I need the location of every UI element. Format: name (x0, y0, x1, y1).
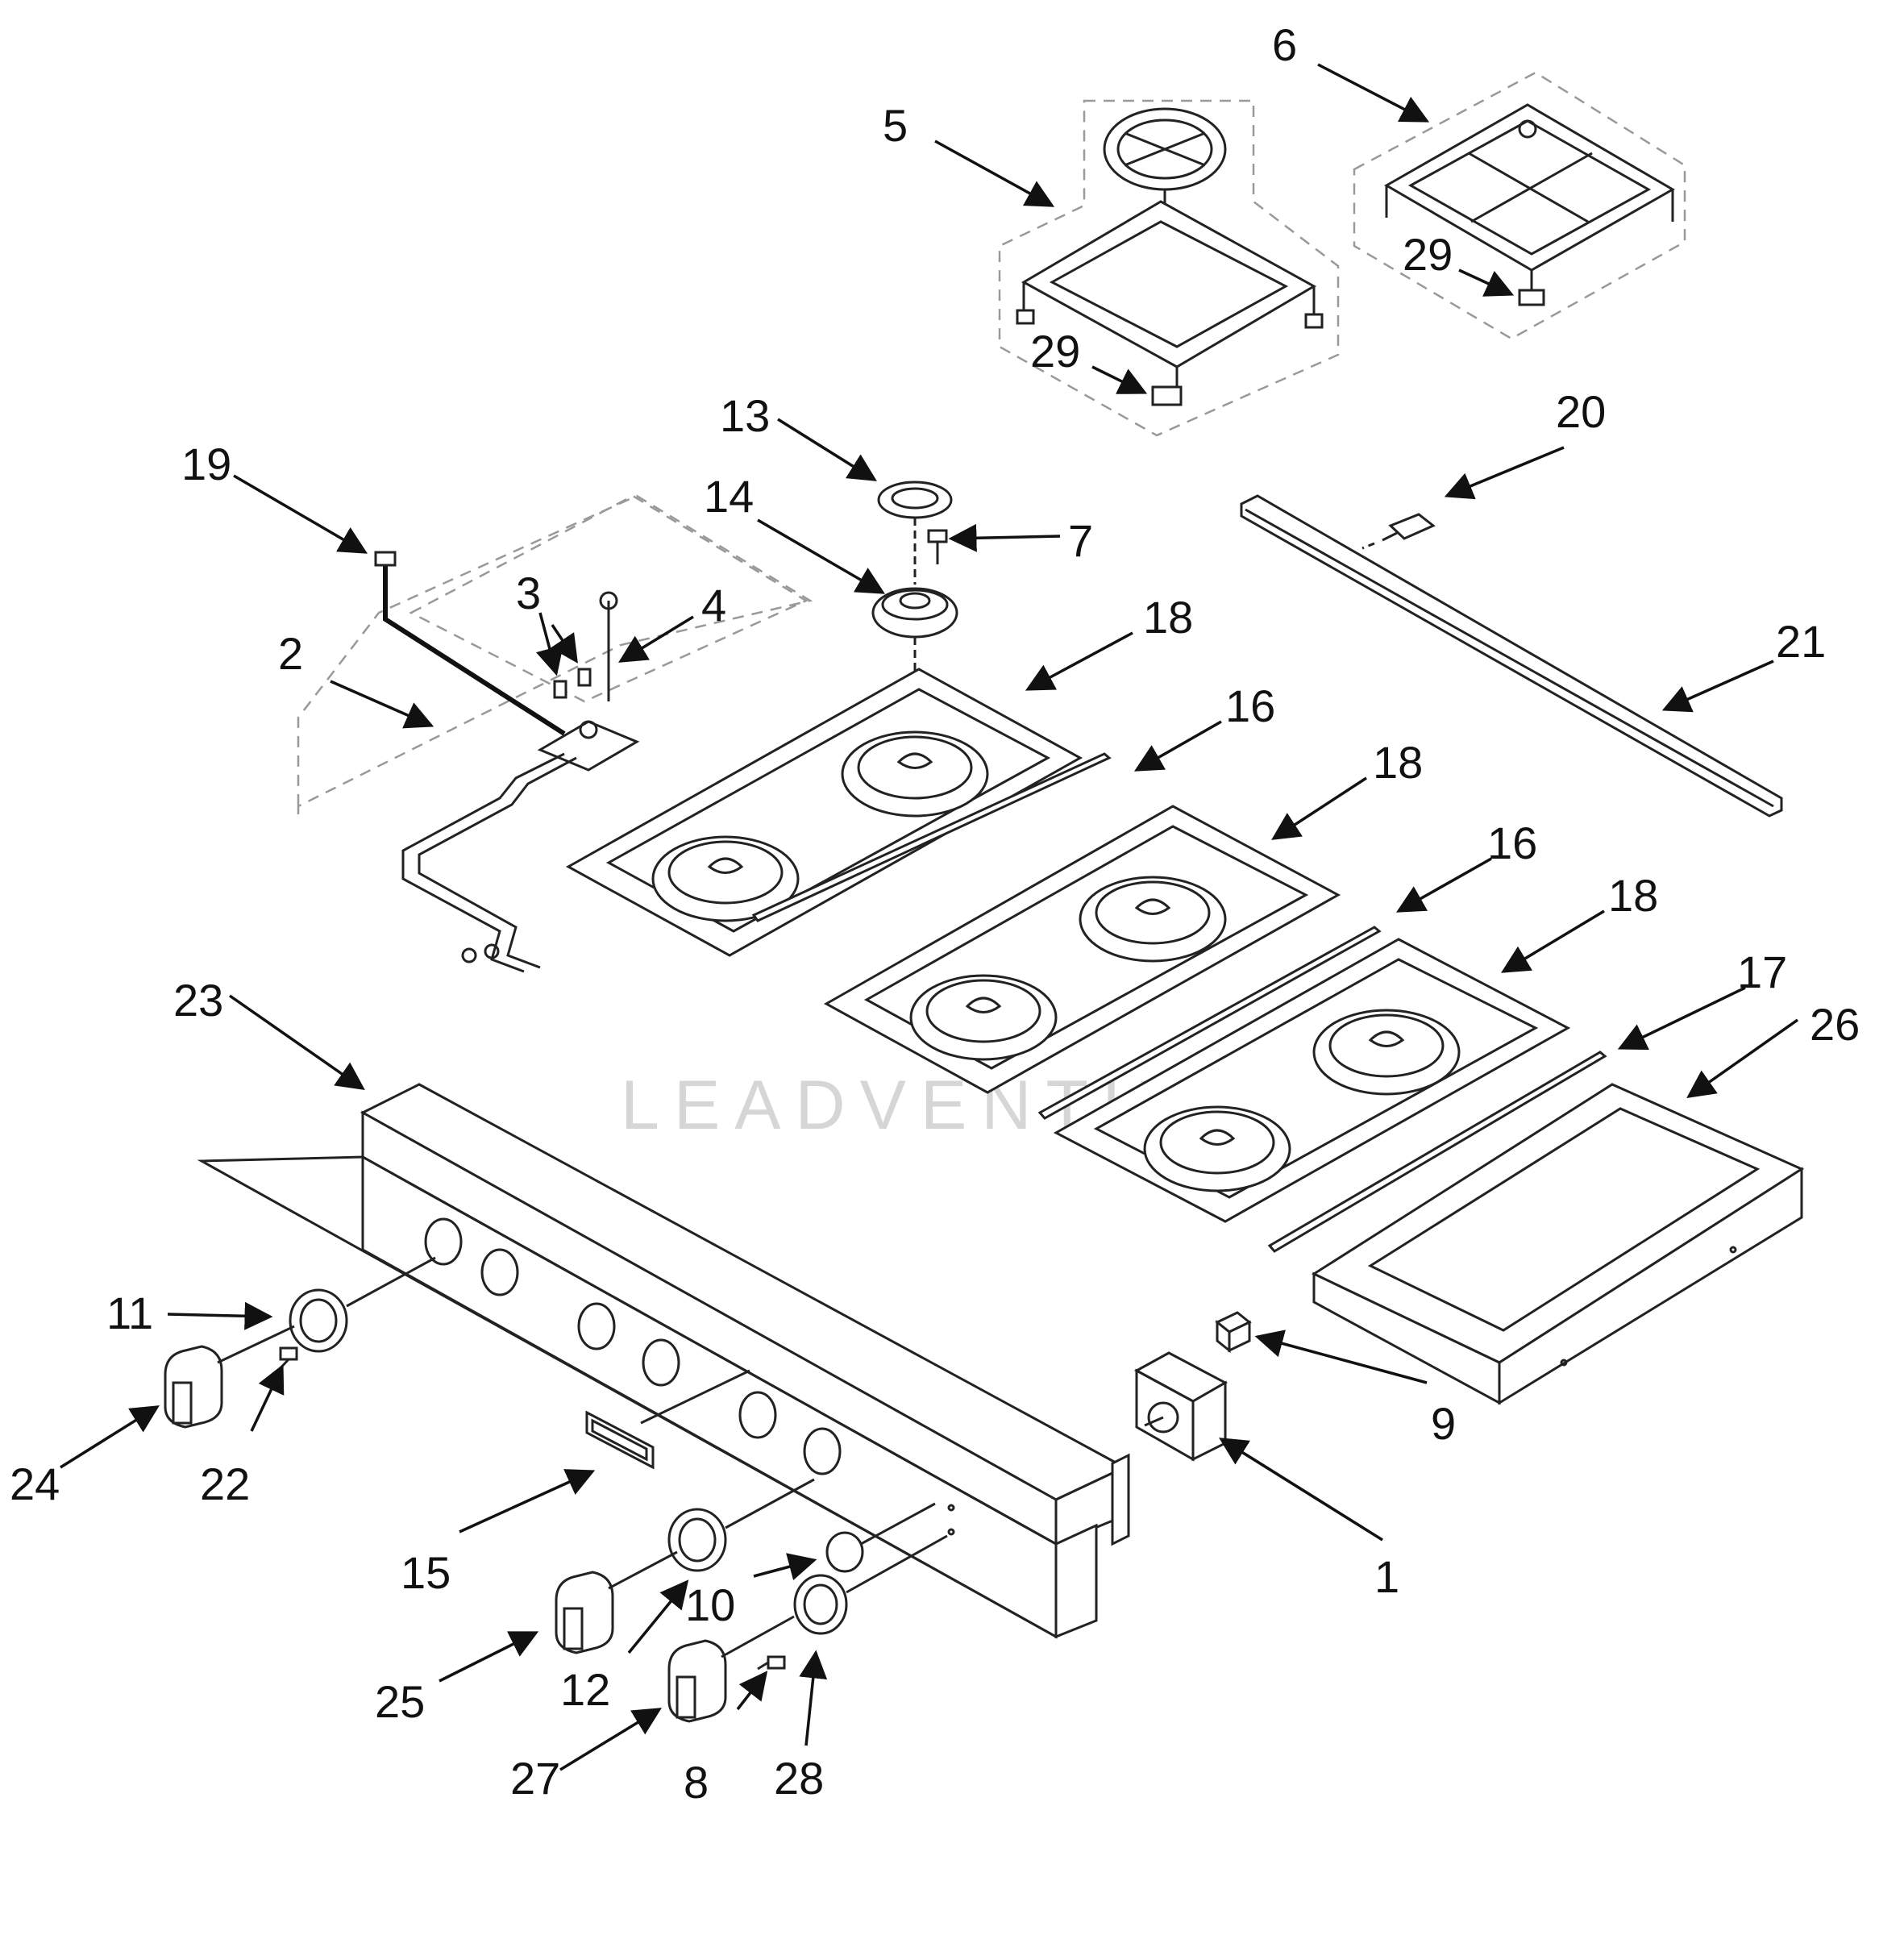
callout-24: 24 (10, 1459, 60, 1509)
callout-29-left: 29 (1030, 326, 1080, 377)
callout-4: 4 (701, 580, 726, 630)
callout-21: 21 (1776, 616, 1826, 667)
callout-13: 13 (720, 390, 770, 441)
screw-8 (757, 1655, 786, 1671)
callout-10: 10 (685, 1579, 735, 1630)
trim-strip-16-second (1037, 926, 1382, 1120)
knob-25 (555, 1550, 678, 1654)
button-10 (825, 1502, 936, 1573)
callout-23: 23 (173, 975, 223, 1026)
callout-11: 11 (106, 1288, 153, 1338)
burner-pan-18-top (565, 668, 1083, 957)
callout-3: 3 (516, 568, 541, 618)
bezel-12 (667, 1478, 815, 1572)
grate-5 (998, 99, 1340, 437)
trim-strip-17 (1267, 1051, 1607, 1253)
callout-19: 19 (181, 439, 231, 489)
callout-6: 6 (1272, 19, 1297, 70)
griddle-tray-26 (1311, 1083, 1805, 1405)
callout-15: 15 (401, 1547, 451, 1598)
callout-18-top: 18 (1143, 592, 1193, 643)
callout-arrows (60, 63, 1799, 1771)
callout-5: 5 (883, 100, 908, 151)
control-panel-23 (197, 1083, 1130, 1639)
callout-26: 26 (1810, 999, 1860, 1050)
bezel-28 (793, 1534, 948, 1635)
callout-28: 28 (774, 1753, 824, 1804)
burner-cap-13 (877, 481, 953, 585)
callout-16-first: 16 (1225, 680, 1275, 731)
screw-20 (1361, 513, 1436, 550)
grate-6 (1353, 71, 1686, 340)
callout-16-second: 16 (1487, 818, 1537, 868)
callout-18-middle: 18 (1373, 737, 1423, 788)
manifold-assembly-2 (297, 494, 813, 973)
bezel-11 (289, 1256, 436, 1353)
callout-29-right: 29 (1403, 229, 1453, 280)
knob-27 (667, 1615, 795, 1723)
callout-22: 22 (200, 1459, 250, 1509)
nameplate-15 (585, 1369, 750, 1470)
callout-27: 27 (510, 1753, 560, 1804)
callout-1: 1 (1374, 1551, 1399, 1602)
callout-7: 7 (1068, 515, 1093, 566)
knob-24 (164, 1325, 295, 1429)
callout-14: 14 (704, 471, 754, 522)
relay-9 (1215, 1311, 1252, 1354)
callout-9: 9 (1431, 1398, 1456, 1449)
callout-20: 20 (1556, 386, 1606, 437)
screw-7 (927, 529, 948, 564)
callout-25: 25 (375, 1676, 425, 1727)
control-module-1 (1133, 1351, 1228, 1462)
callout-2: 2 (278, 628, 303, 679)
callout-8: 8 (684, 1757, 709, 1808)
callout-18-bottom: 18 (1608, 870, 1658, 921)
callout-12: 12 (560, 1664, 610, 1715)
callout-17: 17 (1737, 947, 1787, 997)
burner-pan-18-middle (823, 805, 1341, 1094)
trim-strip-16-first (751, 752, 1112, 922)
burner-pan-18-bottom (1053, 938, 1571, 1223)
callout-labels: 1 2 3 4 5 6 7 8 9 10 11 12 13 14 15 16 1… (10, 19, 1860, 1808)
rail-21 (1240, 494, 1783, 818)
